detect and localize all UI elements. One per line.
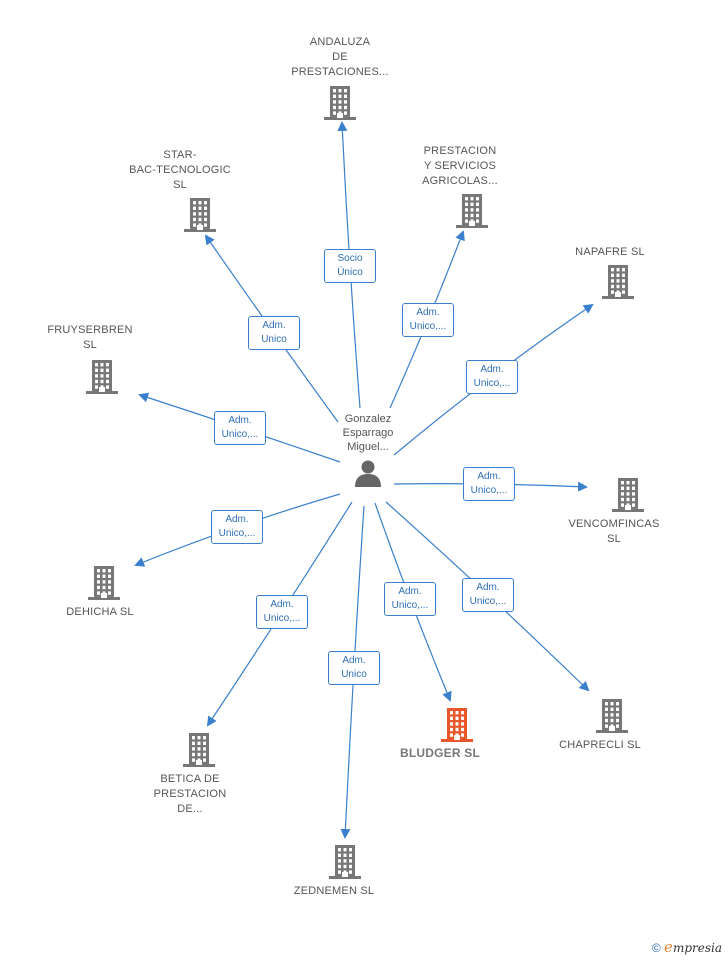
building-icon	[329, 845, 361, 879]
building-icon	[441, 708, 473, 742]
building-icon	[184, 198, 216, 232]
edge-label-dehicha[interactable]: Adm.Unico,...	[211, 510, 263, 544]
company-node-dehicha[interactable]: DEHICHA SL	[40, 605, 160, 620]
company-icon-dehicha[interactable]	[87, 565, 121, 606]
edge-label-chaprecli[interactable]: Adm.Unico,...	[462, 578, 514, 612]
company-node-napafre[interactable]: NAPAFRE SL	[550, 245, 670, 260]
edge-label-vencomfincas[interactable]: Adm.Unico,...	[463, 467, 515, 501]
company-icon-fruyserbren[interactable]	[85, 359, 119, 400]
company-name: NAPAFRE SL	[575, 246, 645, 258]
edge-label-bludger[interactable]: Adm.Unico,...	[384, 582, 436, 616]
edge-label-prestacion[interactable]: Adm.Unico,...	[402, 303, 454, 337]
company-name: DEHICHA SL	[66, 606, 134, 618]
brand-logo: empresia	[664, 938, 722, 956]
brand-initial: e	[664, 938, 673, 956]
brand-name: mpresia	[672, 941, 722, 955]
copyright-symbol: ©	[651, 941, 661, 955]
company-icon-chaprecli[interactable]	[595, 698, 629, 739]
building-icon	[88, 566, 120, 600]
company-icon-betica[interactable]	[182, 732, 216, 773]
edge-label-star[interactable]: Adm.Unico	[248, 316, 300, 350]
company-icon-bludger[interactable]	[440, 707, 474, 748]
company-icon-andaluza[interactable]	[323, 85, 357, 126]
edge-label-fruyserbren[interactable]: Adm.Unico,...	[214, 411, 266, 445]
edge-label-zednemen[interactable]: Adm.Unico	[328, 651, 380, 685]
edge-label-napafre[interactable]: Adm.Unico,...	[466, 360, 518, 394]
building-icon	[596, 699, 628, 733]
company-node-zednemen[interactable]: ZEDNEMEN SL	[274, 884, 394, 899]
company-icon-napafre[interactable]	[601, 264, 635, 305]
building-icon	[324, 86, 356, 120]
building-icon	[183, 733, 215, 767]
company-icon-vencomfincas[interactable]	[611, 477, 645, 518]
building-icon	[456, 194, 488, 228]
building-icon	[86, 360, 118, 394]
footer-brand: © empresia	[652, 938, 722, 956]
company-icon-zednemen[interactable]	[328, 844, 362, 885]
company-node-chaprecli[interactable]: CHAPRECLI SL	[540, 738, 660, 753]
company-name: BLUDGER SL	[400, 746, 480, 760]
company-node-bludger[interactable]: BLUDGER SL	[380, 746, 500, 761]
building-icon	[602, 265, 634, 299]
person-icon	[355, 460, 381, 487]
building-icon	[612, 478, 644, 512]
company-name: ZEDNEMEN SL	[293, 885, 375, 897]
edge-label-betica[interactable]: Adm.Unico,...	[256, 595, 308, 629]
company-name: CHAPRECLI SL	[559, 739, 641, 751]
company-icon-star[interactable]	[183, 197, 217, 238]
company-icon-prestacion[interactable]	[455, 193, 489, 234]
